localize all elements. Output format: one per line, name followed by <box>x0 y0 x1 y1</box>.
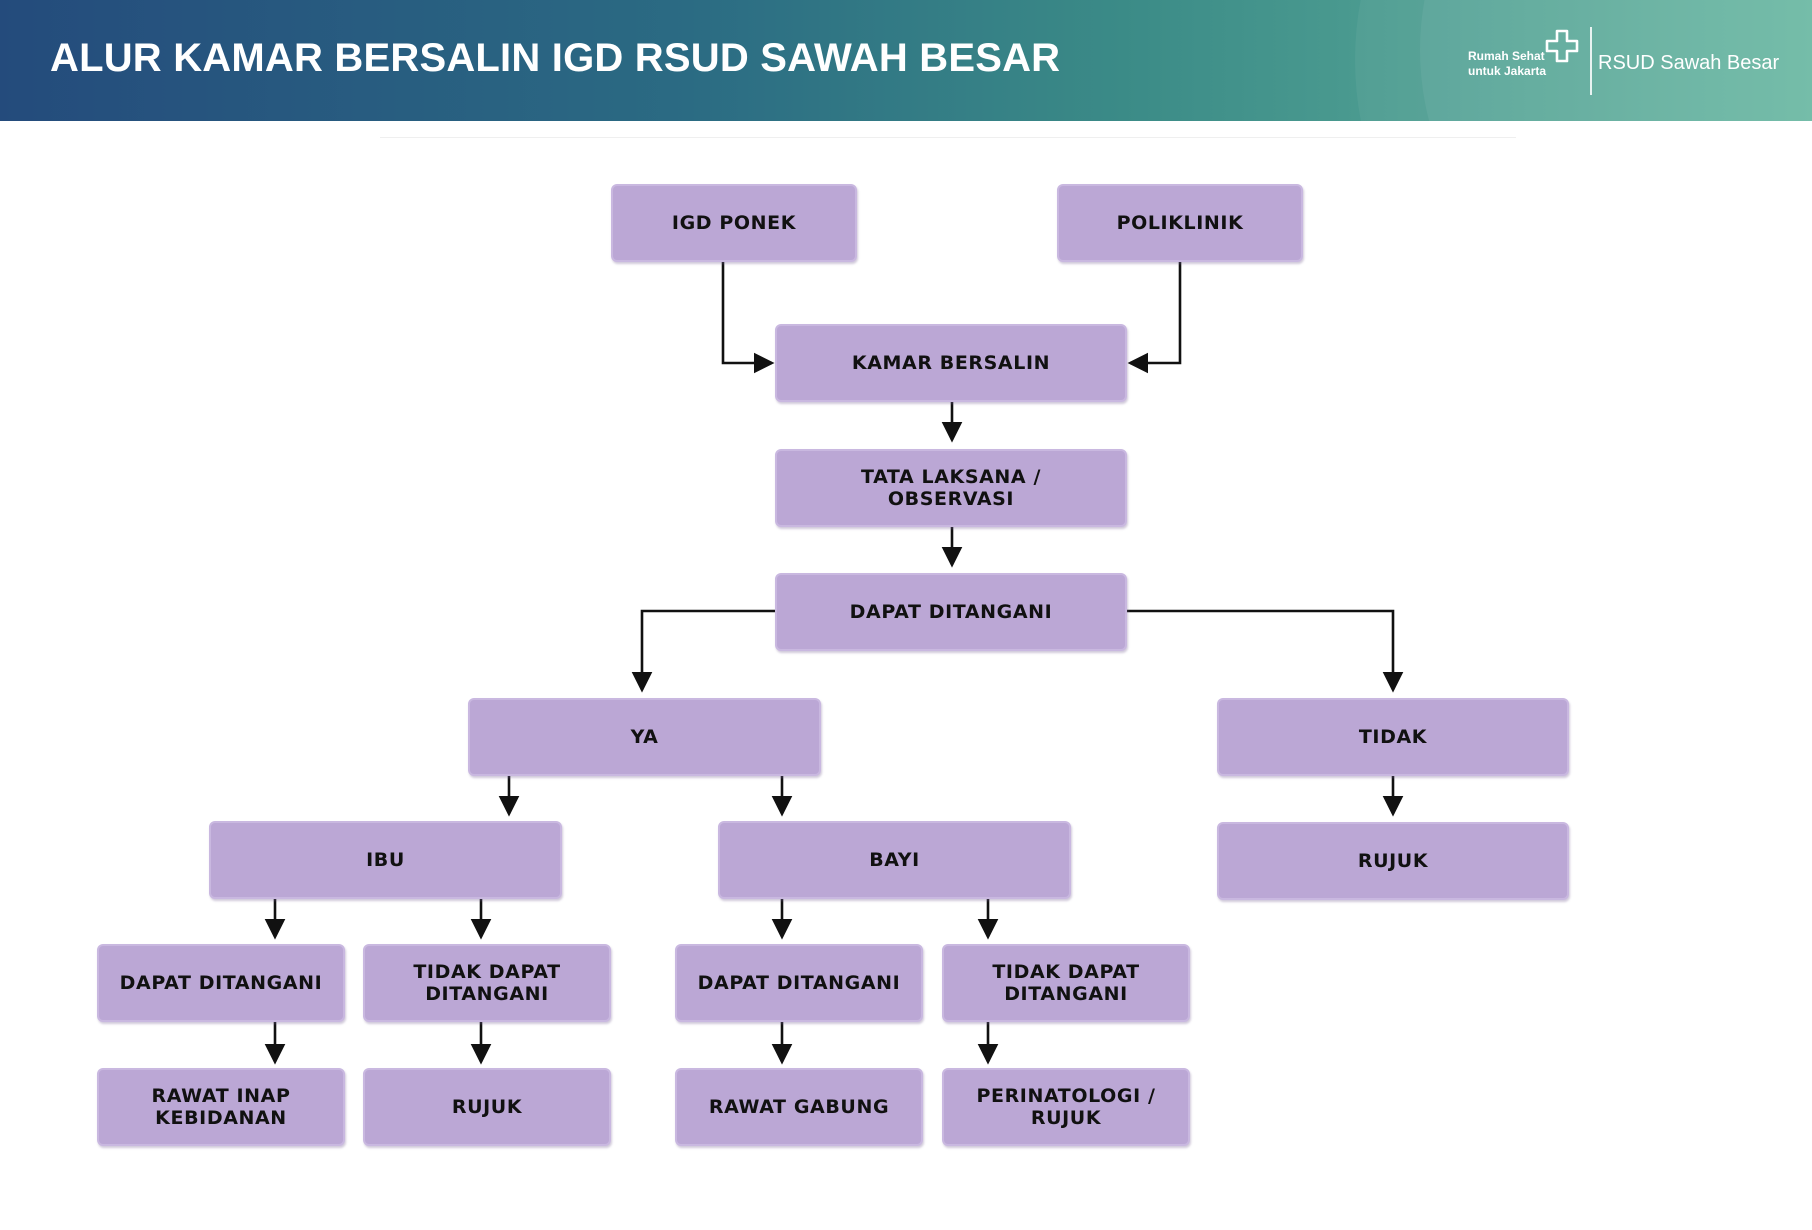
header-banner: ALUR KAMAR BERSALIN IGD RSUD SAWAH BESAR… <box>0 0 1812 121</box>
node-bayi-dapat-ditangani: DAPAT DITANGANI <box>675 944 923 1022</box>
connector-poliklinik-to-kamar <box>1127 262 1182 374</box>
divider-line <box>380 137 1516 138</box>
page-title: ALUR KAMAR BERSALIN IGD RSUD SAWAH BESAR <box>50 36 1061 80</box>
node-poliklinik: POLIKLINIK <box>1057 184 1303 262</box>
connector-dapat-to-tidak <box>1127 609 1404 693</box>
connector-dapat-to-ya <box>631 609 776 693</box>
node-ibu-dapat-ditangani: DAPAT DITANGANI <box>97 944 345 1022</box>
node-ya: YA <box>468 698 821 776</box>
node-rawat-inap-kebidanan: RAWAT INAP KEBIDANAN <box>97 1068 345 1146</box>
node-tidak: TIDAK <box>1217 698 1569 776</box>
brand-tagline: Rumah Sehat untuk Jakarta <box>1468 49 1546 79</box>
node-tata-laksana-observasi: TATA LAKSANA / OBSERVASI <box>775 449 1127 527</box>
plus-cross-icon <box>1545 29 1579 63</box>
node-ibu-tidak-dapat-ditangani: TIDAK DAPAT DITANGANI <box>363 944 611 1022</box>
node-ibu: IBU <box>209 821 562 899</box>
node-igd-ponek: IGD PONEK <box>611 184 857 262</box>
node-rawat-gabung: RAWAT GABUNG <box>675 1068 923 1146</box>
node-perinatologi-rujuk: PERINATOLOGI / RUJUK <box>942 1068 1190 1146</box>
node-rujuk-ibu: RUJUK <box>363 1068 611 1146</box>
node-bayi: BAYI <box>718 821 1071 899</box>
hospital-name: RSUD Sawah Besar <box>1598 52 1780 74</box>
node-dapat-ditangani: DAPAT DITANGANI <box>775 573 1127 651</box>
connector-igd-to-kamar <box>721 262 775 374</box>
logo-divider <box>1590 27 1592 95</box>
node-rujuk-tidak: RUJUK <box>1217 822 1569 900</box>
node-kamar-bersalin: KAMAR BERSALIN <box>775 324 1127 402</box>
brand-tagline-line1: Rumah Sehat <box>1468 49 1545 63</box>
header-decoration <box>1355 0 1812 121</box>
node-bayi-tidak-dapat-ditangani: TIDAK DAPAT DITANGANI <box>942 944 1190 1022</box>
brand-tagline-line2: untuk Jakarta <box>1468 64 1547 78</box>
header-decoration <box>1420 0 1812 121</box>
